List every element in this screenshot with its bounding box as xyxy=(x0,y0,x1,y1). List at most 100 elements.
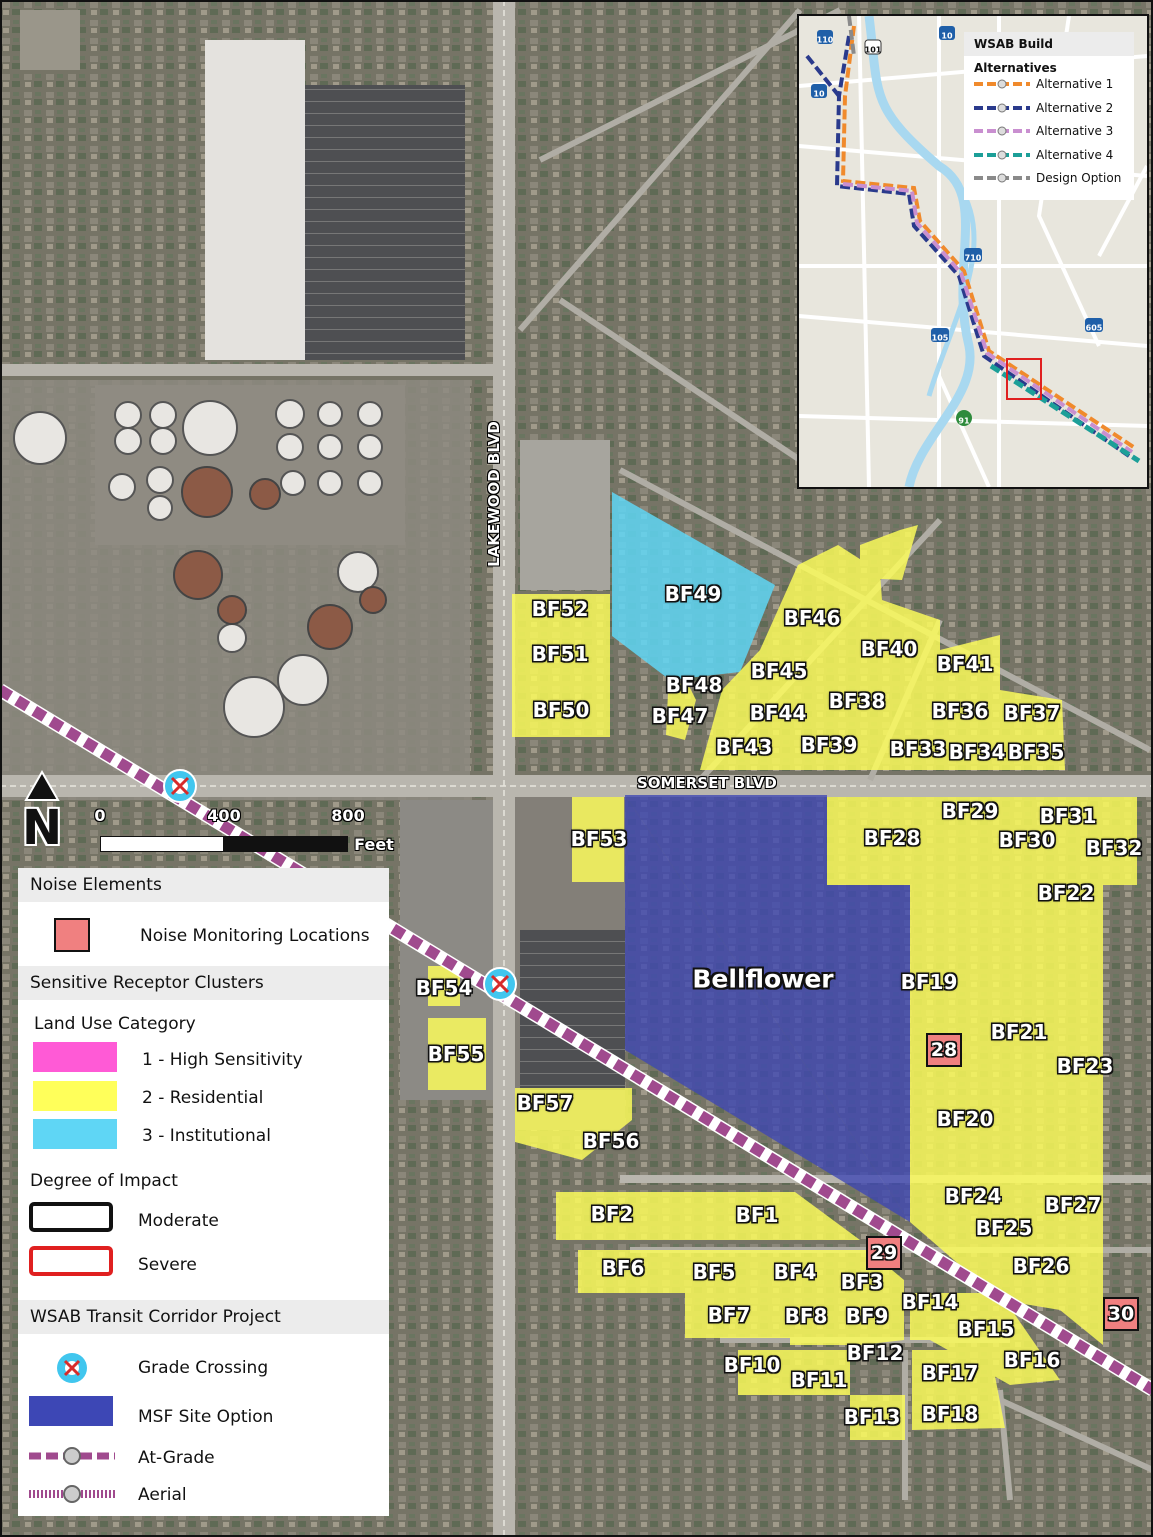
cluster-label-bf11: BF11 xyxy=(790,1368,848,1392)
highway-shield-icon: 10 xyxy=(813,89,825,99)
at-grade-line-icon xyxy=(29,1446,115,1470)
scale-tick-800: 800 xyxy=(331,806,365,825)
inset-legend-row: Alternative 3 xyxy=(974,123,1134,143)
highway-shield-icon: 10 xyxy=(941,31,953,41)
cluster-label-bf26: BF26 xyxy=(1012,1254,1070,1278)
cluster-label-bf29: BF29 xyxy=(941,799,999,823)
legend-heading-noise: Noise Elements xyxy=(18,868,389,902)
north-label: N xyxy=(22,800,63,856)
cluster-label-bf43: BF43 xyxy=(715,735,773,759)
inset-legend-label: Alternative 1 xyxy=(1036,77,1114,91)
inset-legend-label: Alternative 4 xyxy=(1036,147,1114,162)
cluster-label-bf4: BF4 xyxy=(773,1260,817,1284)
highway-shield-icon: 605 xyxy=(1085,323,1103,333)
cluster-label-bf30: BF30 xyxy=(998,828,1056,852)
cluster-label-bf46: BF46 xyxy=(783,606,841,630)
cluster-label-bf6: BF6 xyxy=(601,1256,645,1280)
highway-shield-icon: 91 xyxy=(958,416,970,426)
cluster-label-bf14: BF14 xyxy=(901,1290,959,1314)
cluster-label-bf18: BF18 xyxy=(921,1402,979,1426)
cluster-label-bf3: BF3 xyxy=(840,1270,884,1294)
legend-msf: MSF Site Option xyxy=(138,1407,274,1427)
legend-moderate: Moderate xyxy=(138,1211,219,1231)
monitoring-swatch xyxy=(54,918,90,952)
north-arrow-icon: N xyxy=(22,769,63,860)
cluster-label-bf2: BF2 xyxy=(590,1202,634,1226)
street-label-lakewood: LAKEWOOD BLVD xyxy=(485,421,503,567)
cluster-label-bf23: BF23 xyxy=(1056,1054,1114,1078)
aerial-line-icon xyxy=(29,1484,115,1508)
inset-legend-label: Design Option xyxy=(1036,171,1122,185)
cluster-label-bf47: BF47 xyxy=(651,704,709,728)
legend-degree: Degree of Impact xyxy=(30,1171,178,1191)
cluster-label-bf10: BF10 xyxy=(723,1353,781,1377)
cluster-label-bf25: BF25 xyxy=(975,1216,1033,1240)
cluster-label-bf35: BF35 xyxy=(1007,740,1065,764)
cluster-label-bf38: BF38 xyxy=(828,689,886,713)
cluster-label-bf13: BF13 xyxy=(843,1405,901,1429)
street-label-somerset: SOMERSET BLVD xyxy=(637,774,777,792)
inset-map: 1101011010571010560591 WSAB Build Altern… xyxy=(797,14,1149,489)
cluster-label-bf33: BF33 xyxy=(889,737,947,761)
cluster-label-bf53: BF53 xyxy=(570,827,628,851)
swatch-msf xyxy=(29,1396,113,1426)
inset-legend-row: Alternative 2 xyxy=(974,100,1134,120)
inset-legend-row: Design Option xyxy=(974,170,1134,190)
cluster-label-bf51: BF51 xyxy=(531,642,589,666)
cluster-label-bf28: BF28 xyxy=(863,826,921,850)
scale-bar xyxy=(100,836,348,852)
cluster-label-bf32: BF32 xyxy=(1085,836,1143,860)
legend-heading-project: WSAB Transit Corridor Project xyxy=(18,1300,389,1334)
monitoring-location-30: 30 xyxy=(1103,1297,1139,1331)
inset-legend-title: WSAB Build Alternatives xyxy=(964,32,1134,75)
cluster-label-bf17: BF17 xyxy=(921,1361,979,1385)
legend-cat3: 3 - Institutional xyxy=(142,1126,271,1146)
grade-crossing-icon xyxy=(163,769,517,1001)
cluster-label-bf24: BF24 xyxy=(944,1184,1002,1208)
swatch-institutional xyxy=(33,1119,117,1149)
cluster-label-bf22: BF22 xyxy=(1037,881,1095,905)
cluster-label-bf52: BF52 xyxy=(531,597,589,621)
place-label: Bellflower xyxy=(692,964,834,994)
cluster-label-bf50: BF50 xyxy=(532,698,590,722)
highway-shield-icon: 110 xyxy=(816,35,834,45)
highway-shield-icon: 105 xyxy=(931,333,949,343)
legend-cat2: 2 - Residential xyxy=(142,1088,264,1108)
cluster-label-bf12: BF12 xyxy=(846,1341,904,1365)
cluster-label-bf57: BF57 xyxy=(516,1091,574,1115)
cluster-label-bf7: BF7 xyxy=(707,1303,751,1327)
cluster-label-bf31: BF31 xyxy=(1039,804,1097,828)
cluster-label-bf1: BF1 xyxy=(735,1203,779,1227)
inset-legend: WSAB Build Alternatives Alternative 1 Alt… xyxy=(964,32,1134,200)
highway-shield-icon: 101 xyxy=(864,45,882,55)
swatch-severe xyxy=(29,1246,113,1276)
scale-unit: Feet xyxy=(354,835,394,854)
swatch-residential xyxy=(33,1081,117,1111)
cluster-label-bf27: BF27 xyxy=(1044,1193,1102,1217)
cluster-label-bf45: BF45 xyxy=(750,659,808,683)
legend-heading-clusters: Sensitive Receptor Clusters xyxy=(18,966,389,1000)
swatch-high-sensitivity xyxy=(33,1042,117,1072)
highway-shield-icon: 710 xyxy=(964,253,982,263)
monitoring-location-28: 28 xyxy=(926,1033,962,1067)
map-legend: Noise Elements Noise Monitoring Location… xyxy=(18,868,389,1516)
inset-legend-label: Alternative 2 xyxy=(1036,100,1114,115)
inset-legend-row: Alternative 1 xyxy=(974,76,1134,96)
cluster-label-bf39: BF39 xyxy=(800,733,858,757)
cluster-label-bf5: BF5 xyxy=(692,1260,736,1284)
cluster-label-bf16: BF16 xyxy=(1003,1348,1061,1372)
grade-crossing-legend-icon xyxy=(56,1352,88,1384)
cluster-label-bf34: BF34 xyxy=(948,740,1006,764)
legend-atgrade: At-Grade xyxy=(138,1448,215,1468)
cluster-label-bf40: BF40 xyxy=(860,637,918,661)
cluster-label-bf48: BF48 xyxy=(665,673,723,697)
cluster-label-bf9: BF9 xyxy=(845,1304,889,1328)
cluster-label-bf54: BF54 xyxy=(415,976,473,1000)
cluster-label-bf37: BF37 xyxy=(1003,701,1061,725)
cluster-label-bf15: BF15 xyxy=(957,1317,1015,1341)
inset-legend-row: Alternative 4 xyxy=(974,147,1134,167)
monitoring-location-29: 29 xyxy=(866,1236,902,1270)
cluster-label-bf49: BF49 xyxy=(664,582,722,606)
legend-aerial: Aerial xyxy=(138,1485,187,1505)
